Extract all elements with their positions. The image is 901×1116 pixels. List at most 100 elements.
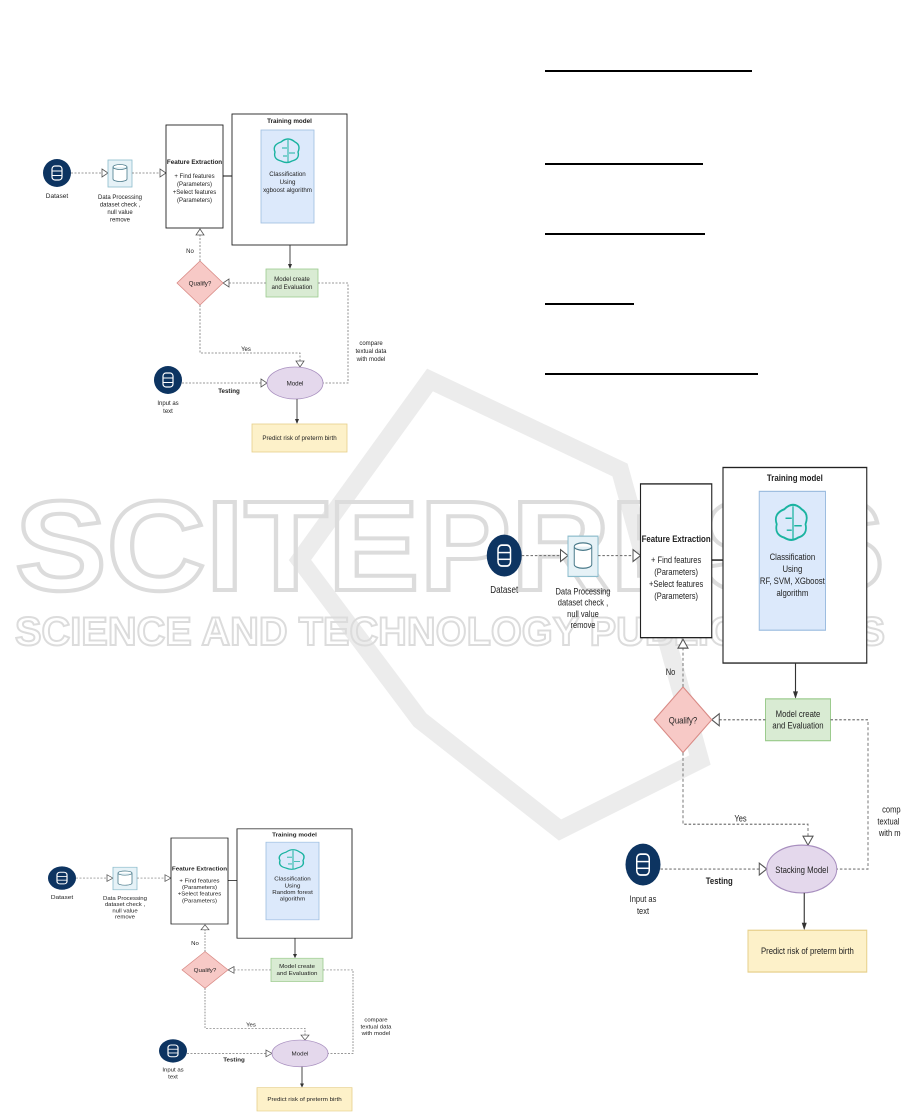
feature-extraction-item: (Parameters) [654,567,698,577]
feature-extraction-item: +Select features [173,190,217,196]
cylinder-storage-icon [573,542,593,569]
qualify-label: Qualify? [189,281,212,288]
brain-circuit [282,140,295,162]
brain-outline [273,138,300,164]
database-icon-body [51,165,63,181]
input-database-icon [154,366,182,394]
compare-label: textual data [361,1025,393,1030]
input-label: Input as [162,1068,184,1073]
feature-extraction-box [170,837,229,925]
dataset-label: Dataset [46,193,69,200]
classification-label: xgboost algorithm [263,187,312,194]
model-evaluation-label: Model create [279,965,315,970]
hollow-arrowhead [295,360,305,368]
model-evaluation-label: Model create [274,276,310,283]
hollow-arrowhead [802,835,814,847]
model-ellipse [271,1039,329,1068]
hollow-arrowhead [164,874,172,883]
data-processing-label: Data Processing [103,896,147,901]
feature-extraction-item: (Parameters) [177,198,212,204]
dashed-connector [199,305,301,361]
brain-outline [278,849,305,870]
training-model-title: Training model [272,833,317,838]
model-ellipse [766,844,838,894]
data-processing-label: null value [107,210,133,216]
hollow-arrowhead [195,228,205,236]
yes-branch-label: Yes [246,1023,256,1028]
yes-branch-label: Yes [241,347,251,353]
model-ellipse [266,366,324,400]
brain-circuit-icon [278,849,305,870]
input-label: text [163,409,173,415]
dataset-label: Dataset [490,584,518,595]
brain-circuit [287,850,300,869]
feature-extraction-title: Feature Extraction [642,533,711,544]
hollow-arrowhead [200,924,210,931]
brain-outline [774,503,808,541]
cylinder-storage-icon [117,870,133,886]
prediction-label: Predict risk of preterm birth [761,945,854,956]
no-branch-label: No [186,249,194,255]
feature-extraction-item: +Select features [649,579,703,589]
feature-extraction-item: + Find features [179,879,219,884]
data-processing-label: null value [567,609,599,619]
model-evaluation-box [765,698,831,742]
compare-label: with model [361,1031,391,1036]
dashed-connector [323,969,354,1054]
hollow-arrowhead [159,168,167,178]
database-icon-body [497,544,512,567]
arrowhead [288,264,292,269]
compare-label: compare [882,805,901,815]
dashed-connector [204,988,306,1036]
compare-label: with model [356,357,386,363]
hollow-arrowhead [632,548,642,563]
data-processing-label: Data Processing [556,587,611,597]
testing-label: Testing [223,1058,245,1063]
compare-label: compare [359,341,383,347]
classification-label: Random forest [272,890,313,895]
compare-label: with model [878,829,901,839]
arrowhead [300,1083,304,1088]
underline-rule [545,373,758,375]
data-processing-label: remove [110,218,131,224]
feature-extraction-box [165,124,224,229]
dataset-label: Dataset [51,895,74,900]
underline-rule [545,70,752,72]
model-evaluation-box [265,268,319,298]
watermark-swoosh [288,368,711,841]
input-label: text [168,1075,178,1080]
classification-label: Classification [274,877,310,882]
yes-branch-label: Yes [734,814,746,824]
classification-label: Classification [269,171,306,178]
data-processing-label: remove [571,620,596,630]
feature-extraction-item: (Parameters) [182,885,217,890]
feature-extraction-item: +Select features [178,892,222,897]
arrowhead [293,954,297,959]
qualify-label: Qualify? [194,968,217,973]
prediction-label: Predict risk of preterm birth [267,1097,341,1102]
testing-label: Testing [218,388,240,395]
prediction-output-box [747,929,868,973]
hollow-arrowhead [677,638,689,649]
feature-extraction-item: (Parameters) [654,591,698,601]
feature-extraction-title: Feature Extraction [172,867,228,872]
dataset-database-icon [48,866,76,890]
qualify-label: Qualify? [669,715,698,726]
prediction-label: Predict risk of preterm birth [262,435,337,442]
hollow-arrowhead [265,1049,273,1058]
input-database-icon [625,843,661,886]
feature-extraction-item: + Find features [651,555,701,565]
input-label: Input as [630,894,657,904]
hollow-arrowhead [227,965,235,974]
model-label: Model [287,381,304,388]
brain-circuit-icon [273,138,300,164]
data-processing-label: dataset check , [105,902,146,907]
dataset-database-icon [43,159,71,187]
feature-extraction-item: + Find features [174,174,214,180]
feature-extraction-title: Feature Extraction [167,159,222,166]
feature-extraction-item: (Parameters) [177,182,212,188]
compare-label: compare [364,1018,387,1023]
classification-label: algorithm [776,587,808,598]
arrowhead [793,691,798,699]
